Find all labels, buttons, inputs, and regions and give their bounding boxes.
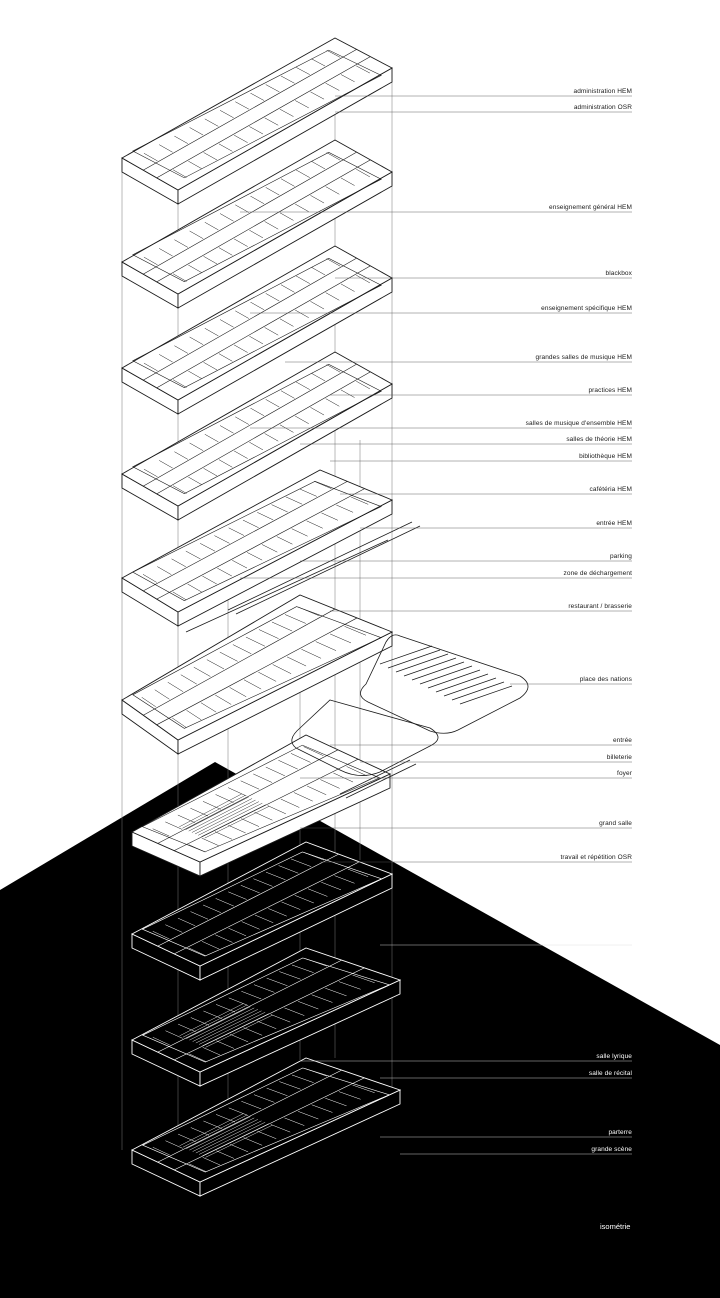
program-label: salle lyrique xyxy=(596,1053,632,1060)
floor-plates xyxy=(121,37,402,1197)
program-label: grand salle xyxy=(599,820,632,827)
program-label: blackbox xyxy=(605,270,632,277)
program-label: salles de théorie HEM xyxy=(566,436,632,443)
program-label: entrée xyxy=(612,737,632,744)
program-label: bibliothèque HEM xyxy=(579,453,632,460)
program-label: place des nations xyxy=(579,676,632,683)
program-label: grandes salles de musique HEM xyxy=(535,354,632,361)
floor-plate xyxy=(130,1057,402,1197)
program-label: restaurant / brasserie xyxy=(568,603,632,610)
drawing-caption: isométrie xyxy=(600,1222,631,1231)
program-label: enseignement général HEM xyxy=(549,204,632,211)
program-label: billeterie xyxy=(606,754,632,761)
floor-plate xyxy=(121,245,393,415)
floor-plate xyxy=(121,37,393,205)
floor-plate xyxy=(130,734,392,877)
floor-plate xyxy=(121,594,394,755)
program-label: enseignement spécifique HEM xyxy=(541,305,632,312)
program-label: loges / vestiaires xyxy=(581,937,632,944)
program-label: parterre xyxy=(608,1129,632,1136)
place-des-nations-outline xyxy=(360,634,529,734)
program-label: zone de déchargement xyxy=(563,570,632,577)
parking-ramp xyxy=(227,521,413,611)
parking-ramp-edge xyxy=(235,525,421,615)
ground-level-forecourt-outline xyxy=(291,699,439,776)
site-elements xyxy=(185,521,529,799)
floor-plate xyxy=(121,139,393,309)
program-label: administration HEM xyxy=(573,88,632,95)
program-label: salle de récital xyxy=(588,1070,632,1077)
floor-plate xyxy=(121,351,393,521)
floor-plate xyxy=(121,469,394,627)
floor-plate xyxy=(130,947,402,1087)
program-label: entrée HEM xyxy=(596,520,632,527)
program-label: practices HEM xyxy=(588,387,632,394)
loading-ramp xyxy=(185,539,389,633)
parking-stripes xyxy=(379,645,513,705)
entrance-ramp xyxy=(339,759,411,795)
program-label: administration OSR xyxy=(573,104,632,111)
program-label: foyer xyxy=(617,770,632,777)
program-label: grande scène xyxy=(591,1146,632,1153)
program-label: parking xyxy=(609,553,632,560)
label-leader-lines xyxy=(240,95,632,1155)
entrance-ramp-edge xyxy=(345,763,417,799)
floor-plate xyxy=(130,841,394,981)
program-label: travail et répétition OSR xyxy=(560,854,632,861)
program-label: salles de musique d'ensemble HEM xyxy=(525,420,632,427)
program-label: cafétéria HEM xyxy=(589,486,632,493)
